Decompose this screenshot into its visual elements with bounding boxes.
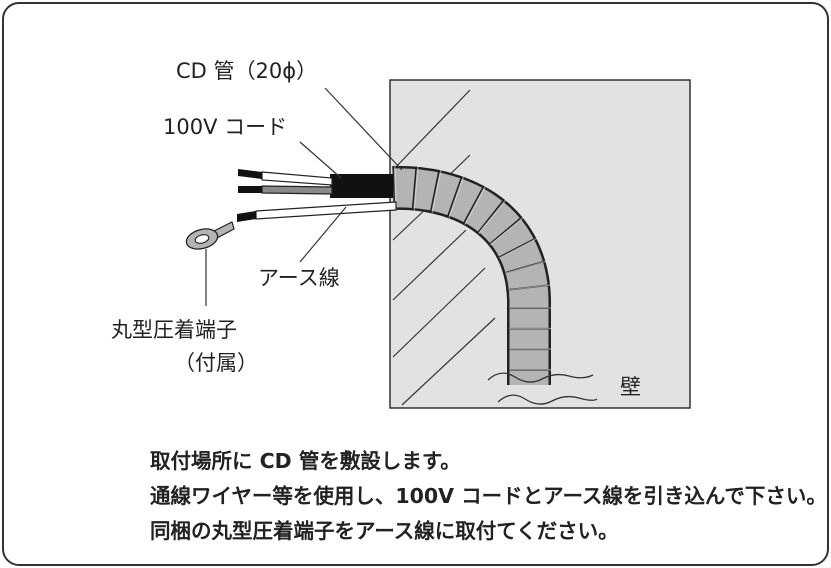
- hatch-line: [392, 229, 467, 301]
- wire-tip: [238, 169, 262, 179]
- label-cord: 100V コード: [163, 115, 288, 139]
- leader-earth-wire: [299, 206, 347, 263]
- ring-terminal: [185, 221, 235, 250]
- label-terminal: 丸型圧着端子: [111, 318, 237, 342]
- label-terminal-note: （付属）: [174, 351, 258, 375]
- wire-gray: [261, 185, 333, 195]
- instruction-line: 通線ワイヤー等を使用し、100V コードとアース線を引き込んで下さい。: [150, 484, 827, 508]
- hatch-line: [392, 89, 471, 171]
- leader-cd-tube: [324, 87, 403, 171]
- instruction-line: 同梱の丸型圧着端子をアース線に取付てください。: [150, 519, 619, 543]
- earth-wire: [237, 201, 397, 222]
- label-earth-wire: アース線: [258, 266, 340, 290]
- break-wave-upper: [487, 372, 594, 383]
- break-wave-lower: [497, 394, 598, 405]
- break-lines: [487, 372, 598, 405]
- cd-tube-fill: [392, 168, 549, 385]
- instruction-line: 取付場所に CD 管を敷設します。: [150, 449, 461, 473]
- leader-cord: [299, 141, 342, 179]
- hatch-line: [392, 267, 486, 358]
- hatch-line: [401, 317, 496, 406]
- wall: [389, 79, 691, 409]
- label-wall: 壁: [620, 375, 641, 399]
- earth-wire-tip: [237, 211, 256, 222]
- cord-sheath: [330, 174, 393, 198]
- ring-terminal-hole: [194, 234, 210, 244]
- wire-tip: [238, 186, 262, 193]
- cd-tube: [392, 165, 553, 385]
- label-cd-tube: CD 管（20ϕ）: [176, 59, 318, 83]
- leader-lines: [205, 87, 403, 306]
